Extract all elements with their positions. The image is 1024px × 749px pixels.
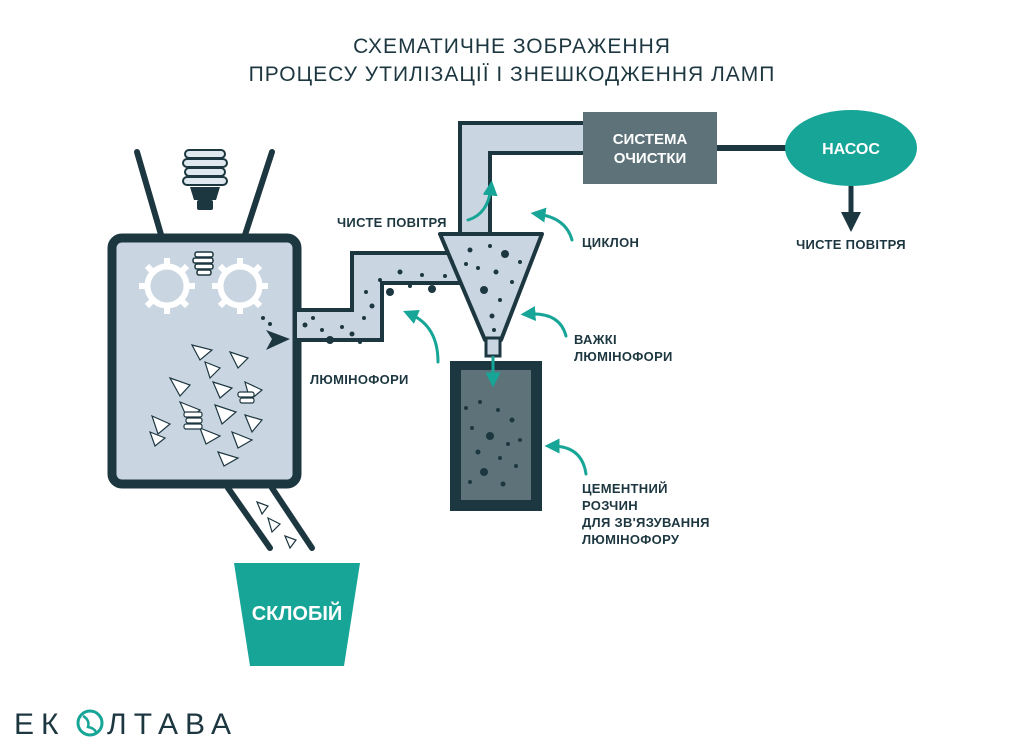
cement-label-line-3: ДЛЯ ЗВ'ЯЗУВАННЯ bbox=[582, 515, 710, 530]
cyclone bbox=[438, 232, 544, 358]
cement-label-line-2: РОЗЧИН bbox=[582, 498, 638, 513]
cement-label-line-1: ЦЕМЕНТНИЙ bbox=[582, 481, 668, 496]
glass-crusher-bucket: СКЛОБІЙ bbox=[234, 563, 360, 666]
crusher-outlet-arrow bbox=[261, 316, 290, 350]
phosphors-label: ЛЮМІНОФОРИ bbox=[310, 372, 409, 387]
heavy-phosphors-label-line-1: ВАЖКІ bbox=[574, 332, 617, 347]
phosphor-particles bbox=[302, 244, 522, 344]
ekoltava-logo: ЕК ЛТАВА bbox=[14, 708, 238, 741]
glass-crusher-label: СКЛОБІЙ bbox=[252, 601, 343, 625]
clean-air-label-right: ЧИСТЕ ПОВІТРЯ bbox=[796, 237, 906, 252]
purification-label-line-2: ОЧИСТКИ bbox=[614, 150, 687, 167]
indicator-arrows bbox=[403, 180, 588, 476]
purification-label-line-1: СИСТЕМА bbox=[613, 131, 688, 148]
cyclone-arrow bbox=[530, 207, 574, 242]
cement-arrow bbox=[544, 438, 588, 476]
globe-icon bbox=[76, 709, 104, 737]
clean-air-label-left: ЧИСТЕ ПОВІТРЯ bbox=[337, 215, 447, 230]
purification-system: СИСТЕМА ОЧИСТКИ bbox=[583, 112, 717, 184]
glass-shards bbox=[148, 344, 264, 467]
diagram-title-line-1: СХЕМАТИЧНЕ ЗОБРАЖЕННЯ bbox=[353, 35, 671, 58]
heavy-phosphors-label-line-2: ЛЮМІНОФОРИ bbox=[574, 349, 673, 364]
lamp-icon bbox=[182, 149, 228, 210]
phosphor-arrow bbox=[403, 310, 440, 364]
clean-air-arrow bbox=[466, 180, 498, 222]
diagram-title-line-2: ПРОЦЕСУ УТИЛІЗАЦІЇ І ЗНЕШКОДЖЕННЯ ЛАМП bbox=[249, 63, 776, 86]
crusher-gears bbox=[139, 258, 268, 314]
cement-label-line-4: ЛЮМІНОФОРУ bbox=[582, 532, 680, 547]
hopper-chute bbox=[134, 149, 275, 241]
logo-text-left: ЕК bbox=[14, 708, 66, 741]
pump-label: НАСОС bbox=[822, 141, 880, 158]
heavy-phosphor-arrow bbox=[520, 306, 568, 338]
lamp-fragment-icon bbox=[192, 251, 214, 276]
cyclone-label: ЦИКЛОН bbox=[582, 235, 639, 250]
crusher-discharge-chute bbox=[225, 485, 315, 551]
air-duct bbox=[297, 121, 585, 342]
pump: НАСОС bbox=[785, 110, 917, 186]
cement-container bbox=[450, 361, 542, 511]
logo-text-right: ЛТАВА bbox=[107, 708, 238, 741]
